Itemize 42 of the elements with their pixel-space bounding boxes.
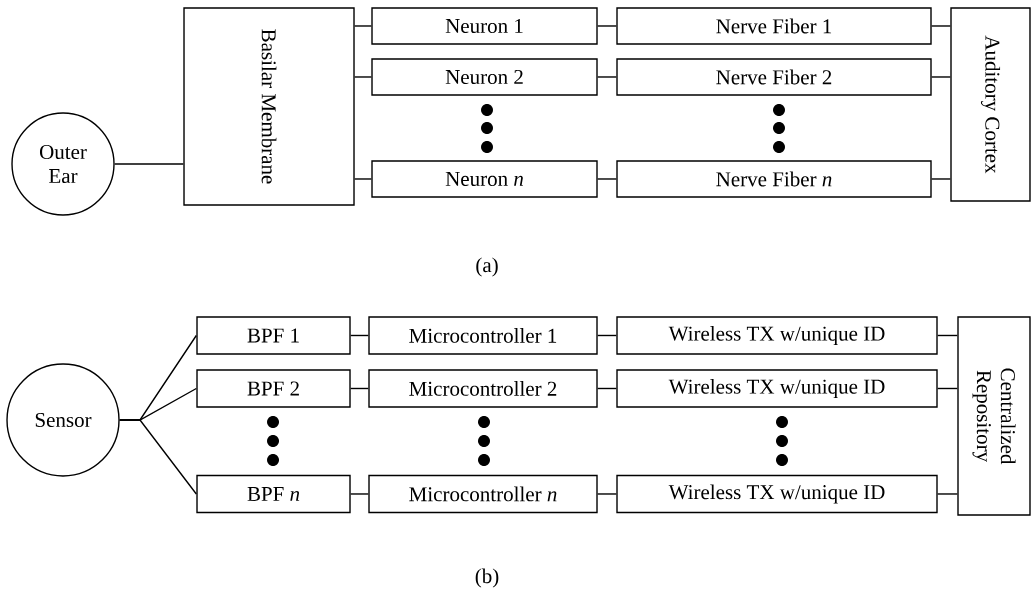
process-box: Microcontroller n xyxy=(368,474,598,514)
process-box: BPF n xyxy=(196,474,351,514)
process-box: Nerve Fiber 1 xyxy=(616,7,932,45)
panel-label: (b) xyxy=(475,568,499,588)
connector-line xyxy=(354,25,372,27)
process-box: Neuron 2 xyxy=(371,58,598,96)
connector-line xyxy=(937,387,958,390)
process-box: Microcontroller 1 xyxy=(368,316,598,355)
connector-line xyxy=(937,334,958,337)
connector-line xyxy=(350,493,369,495)
connector-line xyxy=(931,76,951,78)
process-box: Centralized Repository xyxy=(957,316,1031,516)
connector-line xyxy=(937,493,958,495)
circle-node: Sensor xyxy=(6,363,120,477)
process-box: Basilar Membrane xyxy=(183,7,355,206)
process-box: Wireless TX w/unique ID xyxy=(616,316,938,355)
connector-line xyxy=(114,163,184,165)
process-box: Neuron n xyxy=(371,160,598,198)
connector-line xyxy=(350,387,369,390)
connector-line xyxy=(931,25,951,27)
circle-node: Outer Ear xyxy=(11,112,115,216)
connector-line xyxy=(597,387,617,390)
process-box: Microcontroller 2 xyxy=(368,369,598,408)
connector-line xyxy=(354,178,372,180)
connector-line xyxy=(597,178,617,180)
process-box: Wireless TX w/unique ID xyxy=(616,474,938,514)
process-box: Wireless TX w/unique ID xyxy=(616,369,938,408)
connector-line xyxy=(354,76,372,78)
panel-label: (a) xyxy=(476,257,498,277)
connector-line xyxy=(597,76,617,78)
process-box: Neuron 1 xyxy=(371,7,598,45)
process-box: Nerve Fiber 2 xyxy=(616,58,932,96)
process-box: Auditory Cortex xyxy=(950,7,1031,202)
process-box: Nerve Fiber n xyxy=(616,160,932,198)
connector-line xyxy=(350,334,369,337)
connector-line xyxy=(597,334,617,337)
process-box: BPF 1 xyxy=(196,316,351,355)
process-box: BPF 2 xyxy=(196,369,351,408)
connector-line xyxy=(597,25,617,27)
connector-line xyxy=(119,419,197,495)
connector-line xyxy=(597,493,617,495)
connector-line xyxy=(931,178,951,180)
